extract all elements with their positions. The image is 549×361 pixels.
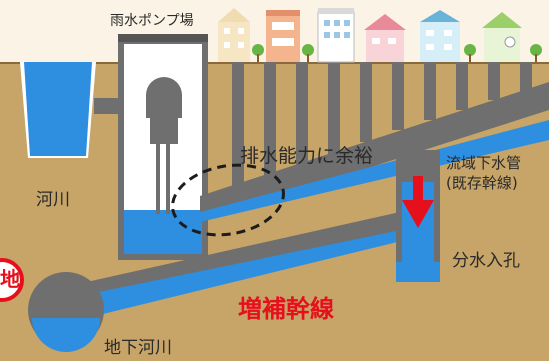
diversion-shaft (396, 150, 440, 282)
tree-icon (530, 44, 542, 62)
house-icon (420, 10, 460, 62)
pump-station-label: 雨水ポンプ場 (110, 13, 194, 29)
pump-icon (146, 77, 182, 118)
existing-trunk-pipe (200, 82, 549, 222)
house-icon (266, 10, 300, 62)
edge-badge-char: 地 (0, 267, 20, 291)
tree-icon (302, 44, 314, 62)
diversion-hole-label: 分水入孔 (452, 251, 520, 271)
existing-trunk-label: (既存幹線) (446, 174, 518, 192)
trunk-sewer-label: 流域下水管 (446, 154, 522, 172)
existing-trunk-water (200, 120, 549, 222)
augmented-trunk-water (60, 224, 430, 322)
pump-station (118, 34, 208, 260)
houses-row (218, 8, 542, 63)
down-arrow-icon (402, 176, 434, 228)
river-channel (20, 62, 96, 158)
tree-icon (464, 44, 476, 62)
house-icon (218, 8, 250, 62)
river-label: 河川 (36, 190, 70, 210)
house-icon (364, 14, 406, 62)
drainage-margin-label: 排水能力に余裕 (240, 145, 374, 167)
margin-highlight-ellipse (171, 163, 285, 237)
edge-badge (0, 258, 24, 302)
house-icon (482, 12, 522, 62)
house-icon (317, 8, 355, 63)
tree-icon (252, 44, 264, 62)
augmented-trunk-label: 増補幹線 (238, 295, 334, 323)
underground-river-label: 地下河川 (104, 338, 172, 358)
underground-river (28, 272, 104, 352)
house-drain-pipes (232, 62, 532, 197)
